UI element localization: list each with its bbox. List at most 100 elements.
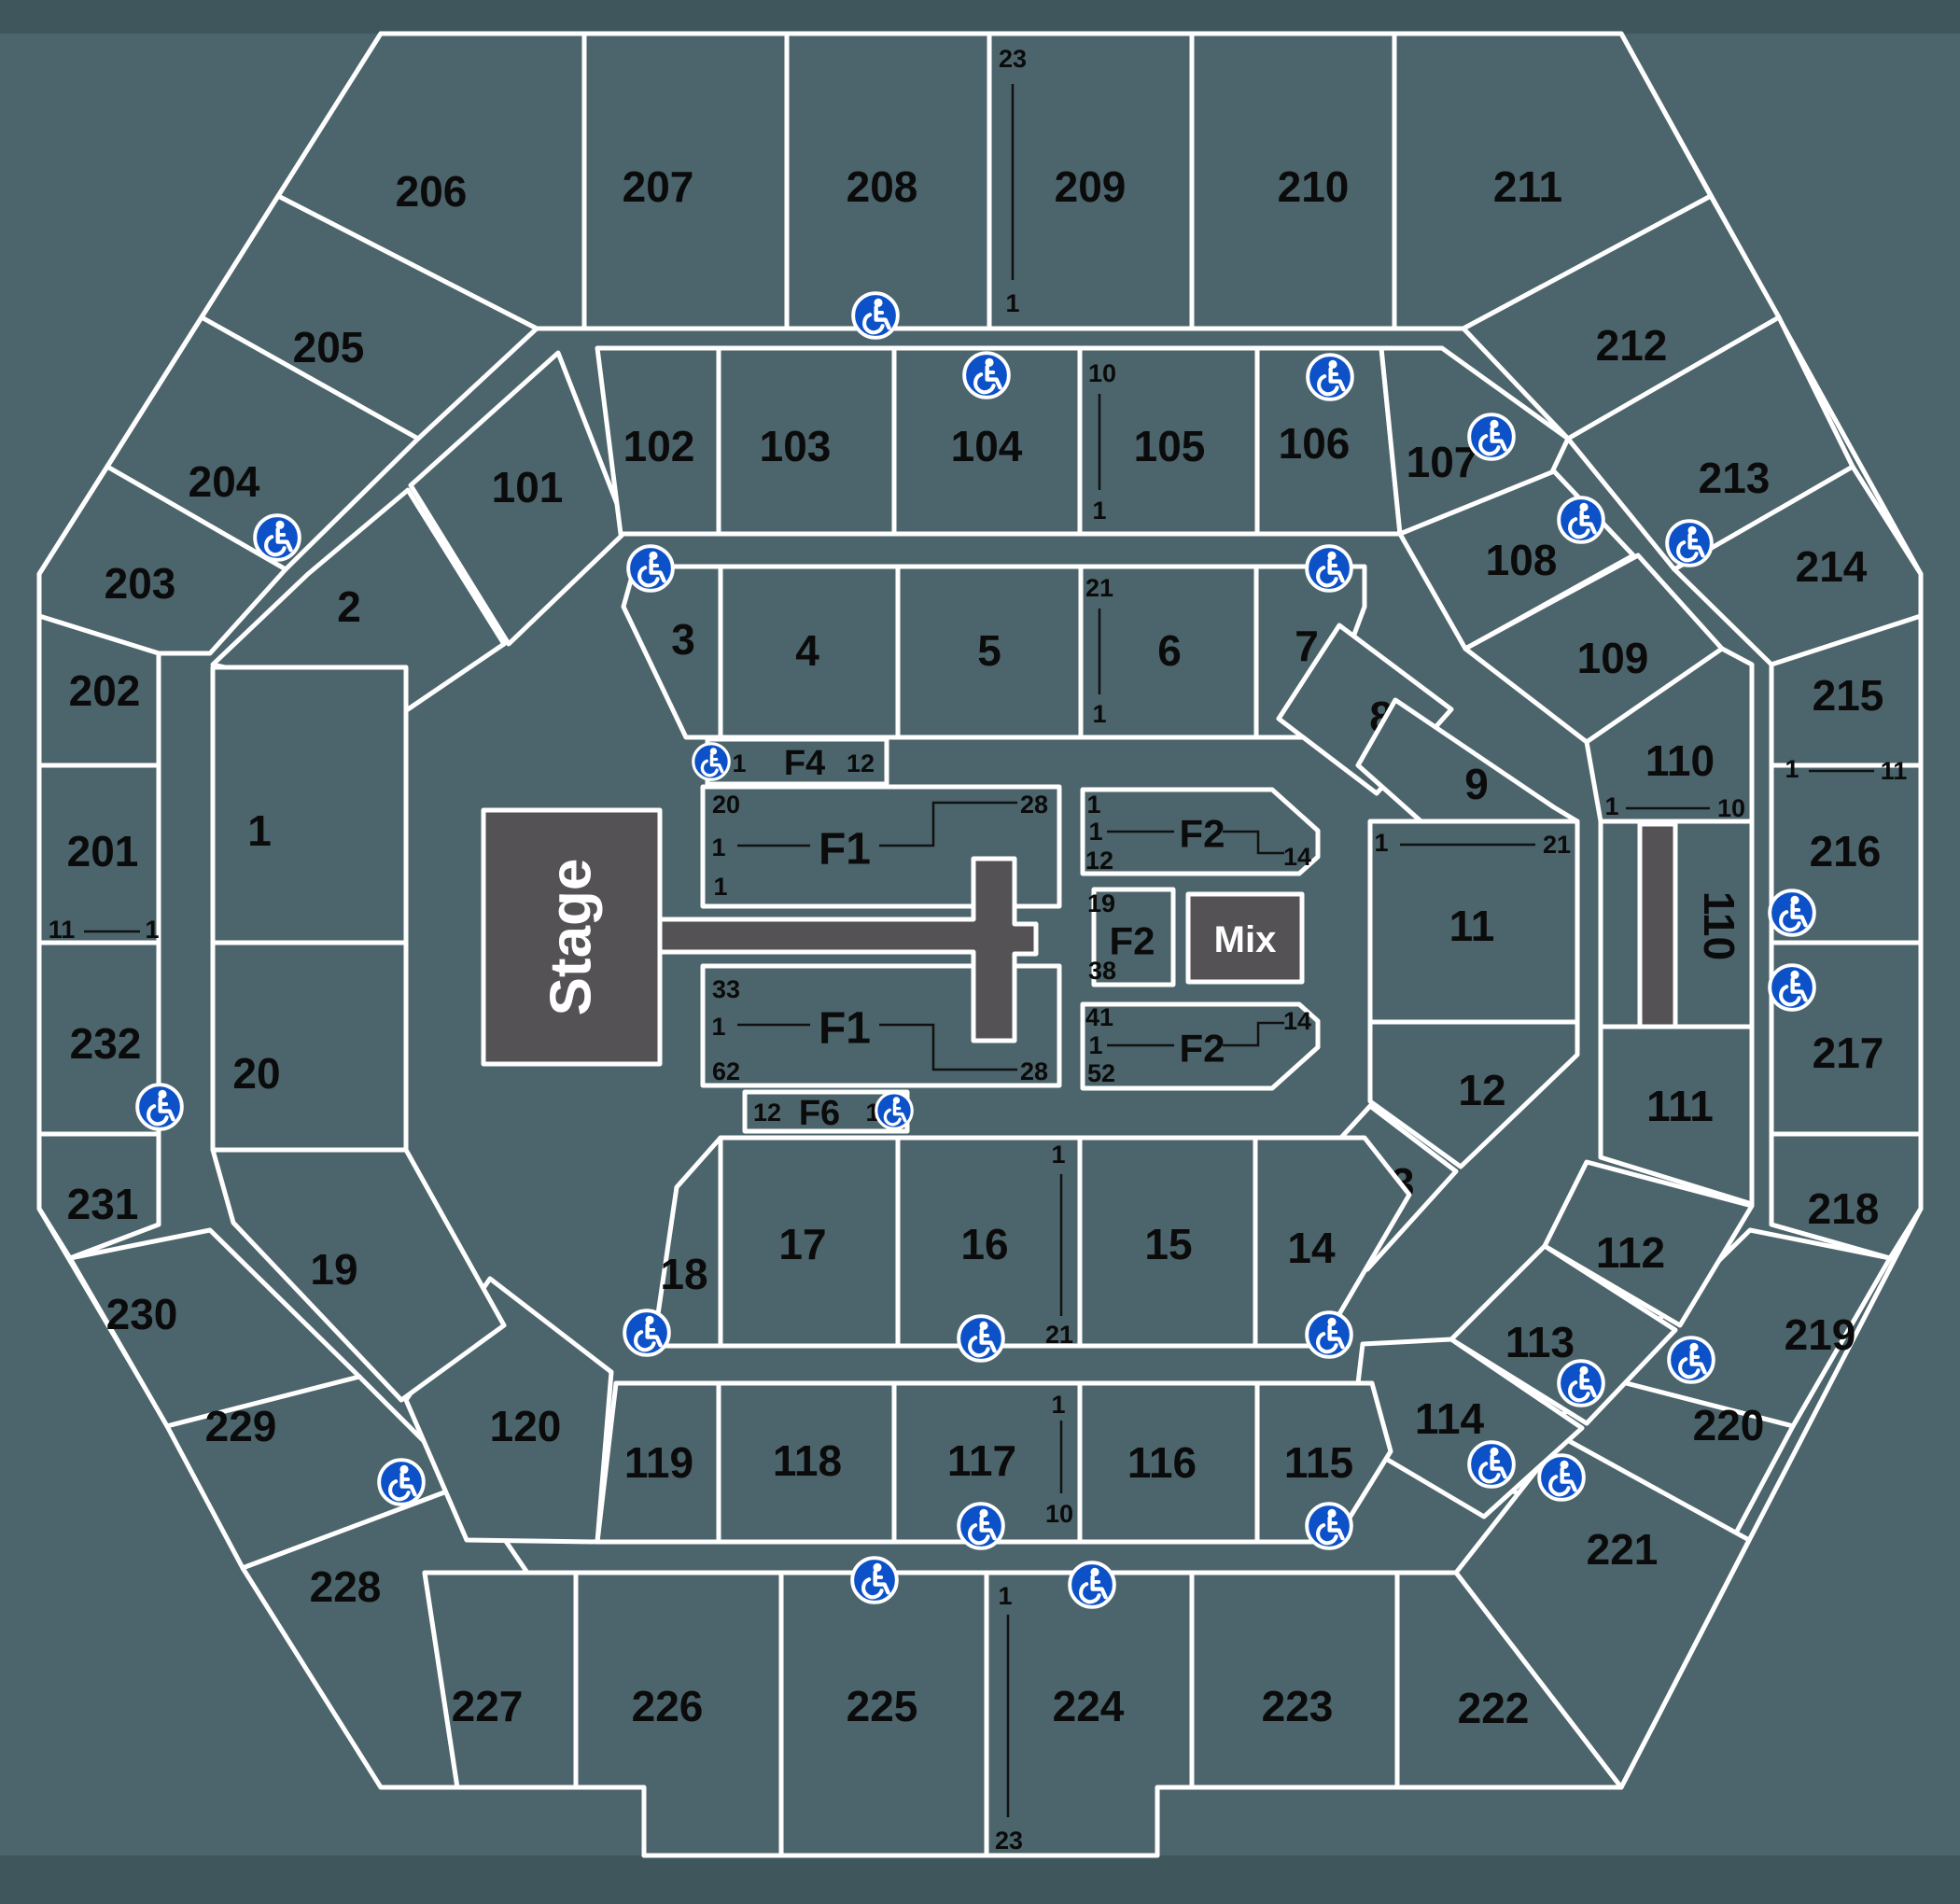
- section-222-label: 222: [1458, 1684, 1530, 1732]
- wheelchair-icon: [1667, 521, 1712, 566]
- section-108-label: 108: [1486, 536, 1558, 584]
- row-number: 10: [1045, 1500, 1073, 1528]
- section-222[interactable]: [1394, 1570, 1624, 1790]
- section-223[interactable]: [1189, 1570, 1400, 1790]
- section-19-label: 19: [310, 1245, 357, 1294]
- section-119-label: 119: [624, 1438, 693, 1487]
- section-232-label: 232: [70, 1019, 142, 1068]
- section-231[interactable]: [36, 1131, 161, 1261]
- section-110[interactable]: [1584, 646, 1755, 824]
- section-1[interactable]: [210, 665, 409, 945]
- section-215-label: 215: [1813, 671, 1884, 720]
- section-219-label: 219: [1785, 1310, 1856, 1359]
- row-number: 1: [1088, 1031, 1102, 1059]
- row-indicator-line: [1223, 830, 1284, 855]
- row-number: 1: [1051, 1141, 1065, 1169]
- section-207-label: 207: [623, 162, 694, 211]
- section-201-label: 201: [67, 827, 139, 875]
- section-221-label: 221: [1587, 1525, 1659, 1574]
- wheelchair-icon: [1308, 355, 1352, 399]
- row-number: 52: [1087, 1059, 1115, 1087]
- section-F1-label: F1: [819, 825, 871, 875]
- row-number: 14: [1283, 1007, 1311, 1035]
- section-210-label: 210: [1278, 162, 1350, 211]
- row-number: 10: [1088, 359, 1116, 387]
- row-number: 1: [1092, 700, 1106, 728]
- row-number: 11: [49, 916, 76, 944]
- section-20[interactable]: [210, 940, 409, 1153]
- row-indicator-line: [1223, 1021, 1284, 1047]
- row-number: 1: [1051, 1391, 1065, 1419]
- section-F2[interactable]: [1091, 887, 1176, 987]
- section-112-label: 112: [1596, 1228, 1665, 1277]
- row-number: 1: [711, 1013, 725, 1041]
- wheelchair-icon: [959, 1504, 1003, 1548]
- wheelchair-icon: [1539, 1455, 1584, 1500]
- wheelchair-icon: [875, 1091, 914, 1130]
- section-101-label: 101: [492, 463, 564, 511]
- section-218[interactable]: [1769, 1131, 1924, 1261]
- wheelchair-icon: [964, 353, 1009, 398]
- section-206[interactable]: [275, 31, 587, 331]
- row-number: 14: [1283, 843, 1311, 871]
- section-F6-label: F6: [799, 1094, 840, 1133]
- row-number: 62: [712, 1057, 740, 1085]
- section-15-label: 15: [1144, 1220, 1192, 1268]
- wheelchair-icon: [1669, 1337, 1714, 1382]
- section-1-label: 1: [247, 806, 272, 855]
- section-4-label: 4: [795, 626, 819, 675]
- row-number: 23: [999, 45, 1027, 73]
- row-number: 1: [732, 749, 746, 777]
- wheelchair-icon: [255, 515, 300, 560]
- section-225-label: 225: [847, 1682, 918, 1730]
- section-224-label: 224: [1053, 1682, 1125, 1730]
- section-Mix: [1185, 891, 1305, 985]
- section-213-label: 213: [1699, 454, 1771, 502]
- section-12[interactable]: [1367, 1019, 1580, 1169]
- section-229-label: 229: [205, 1402, 277, 1450]
- section-105-label: 105: [1134, 422, 1206, 470]
- section-204-label: 204: [189, 457, 260, 506]
- row-number: 12: [847, 749, 875, 777]
- section-203-label: 203: [105, 559, 176, 608]
- row-number: 21: [1543, 831, 1571, 859]
- row-number: 1: [713, 873, 727, 901]
- section-104-label: 104: [951, 422, 1023, 470]
- wheelchair-icon: [852, 1558, 897, 1603]
- section-16-label: 16: [960, 1220, 1008, 1268]
- section-113[interactable]: [1449, 1243, 1678, 1426]
- wheelchair-icon: [1469, 414, 1514, 459]
- row-number: 38: [1088, 957, 1116, 985]
- section-F6[interactable]: [742, 1089, 910, 1134]
- row-number: 1: [1374, 829, 1388, 857]
- section-14-label: 14: [1287, 1224, 1336, 1272]
- wheelchair-icon: [853, 293, 898, 338]
- wheelchair-icon: [1559, 1361, 1603, 1406]
- row-number: 12: [1085, 847, 1113, 875]
- row-number: 1: [1092, 497, 1106, 525]
- row-number: 1: [1005, 289, 1019, 317]
- row-number: 41: [1085, 1003, 1113, 1031]
- row-number: 1: [1086, 791, 1100, 819]
- section-116-label: 116: [1127, 1438, 1197, 1487]
- section-3-label: 3: [671, 615, 695, 664]
- section-101[interactable]: [408, 350, 630, 647]
- wheelchair-icon: [1770, 890, 1814, 935]
- section-217-label: 217: [1813, 1029, 1884, 1077]
- catwalk: [657, 856, 1039, 1043]
- section-102-label: 102: [623, 422, 695, 470]
- wheelchair-icon: [1559, 497, 1603, 542]
- section-12-label: 12: [1458, 1066, 1505, 1114]
- section-11-label: 11: [1449, 902, 1495, 950]
- section-112[interactable]: [1542, 1159, 1755, 1328]
- row-indicator-line: [879, 1023, 1017, 1071]
- row-indicator-lines-layer: [84, 84, 1874, 1817]
- section-19[interactable]: [210, 1147, 507, 1403]
- section-231-label: 231: [67, 1180, 139, 1228]
- section-3[interactable]: [621, 564, 723, 740]
- section-227-label: 227: [452, 1682, 524, 1730]
- row-number: 33: [712, 975, 740, 1003]
- wheelchair-icon: [624, 1310, 669, 1355]
